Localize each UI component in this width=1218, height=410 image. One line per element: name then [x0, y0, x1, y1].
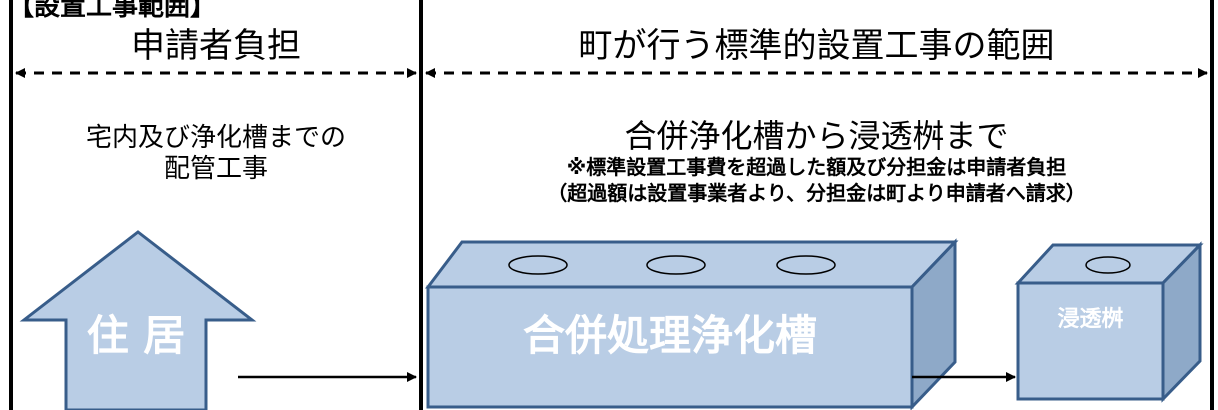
left-section-description-line2: 配管工事 — [163, 154, 268, 184]
infiltration-basin-label: 浸透桝 — [1057, 307, 1124, 332]
house-label: 住 居 — [86, 311, 186, 360]
house-shape — [19, 230, 257, 410]
left-section-title: 申請者負担 — [131, 26, 301, 66]
diagram-header: 【設置工事範囲】 — [8, 0, 217, 22]
infiltration-basin-box — [1014, 241, 1204, 403]
tank-opening-2 — [646, 255, 706, 275]
right-section-note-line1: ※標準設置工事費を超過した額及び分担金は申請者負担 — [566, 155, 1067, 179]
right-section-description: 合併浄化槽から浸透桝まで — [624, 117, 1009, 155]
left-section-description-line1: 宅内及び浄化槽までの — [85, 123, 346, 153]
tank-opening-3 — [776, 255, 836, 275]
septic-tank-box — [424, 238, 959, 410]
right-section-note-line2: （超過額は設置事業者より、分担金は町より申請者へ請求） — [547, 181, 1086, 205]
basin-opening — [1085, 256, 1131, 274]
septic-tank-label: 合併処理浄化槽 — [522, 311, 817, 360]
right-section-title: 町が行う標準的設置工事の範囲 — [578, 26, 1055, 66]
tank-opening-1 — [508, 255, 568, 275]
